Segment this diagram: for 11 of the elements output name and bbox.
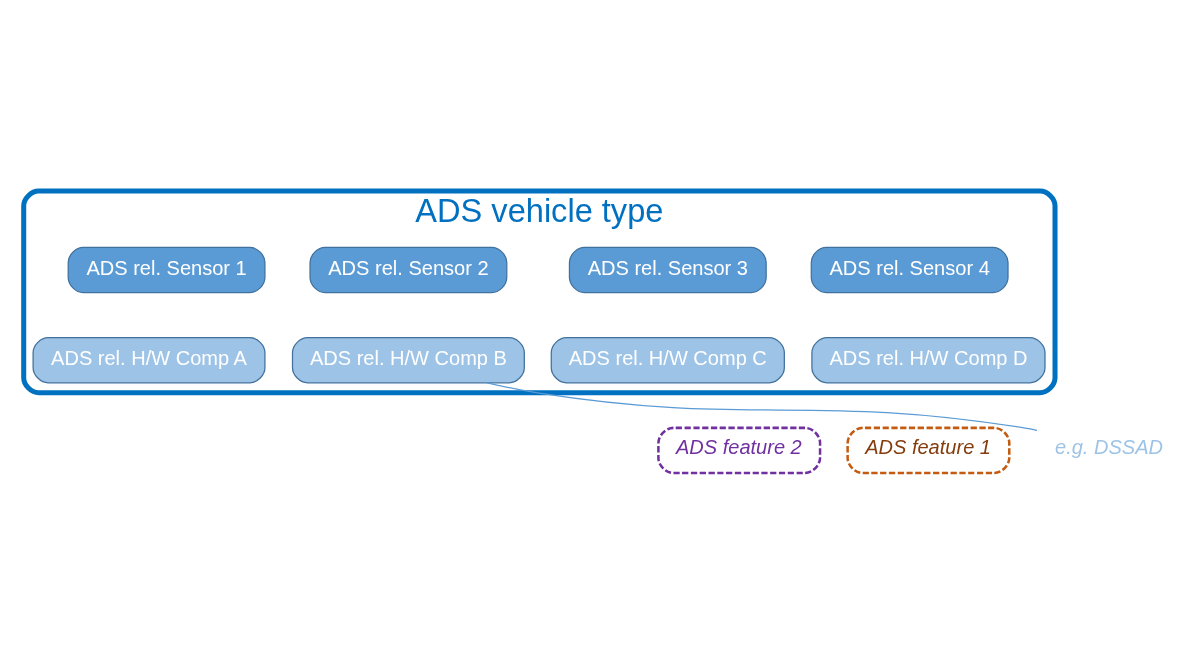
node-box: ADS rel. Sensor 3: [568, 246, 767, 293]
node-box: ADS rel. Sensor 2: [309, 246, 508, 293]
node-box: ADS rel. H/W Comp A: [32, 336, 266, 383]
node-box: ADS rel. Sensor 4: [810, 246, 1009, 293]
node-box: ADS feature 1: [846, 426, 1011, 474]
node-box: ADS rel. H/W Comp C: [550, 336, 785, 383]
node-box: ADS rel. H/W Comp D: [811, 336, 1046, 383]
node-text: e.g. DSSAD: [1055, 435, 1164, 458]
node-box: ADS rel. H/W Comp B: [291, 336, 525, 383]
node-box: ADS rel. Sensor 1: [67, 246, 266, 293]
node-box: ADS feature 2: [657, 426, 822, 474]
